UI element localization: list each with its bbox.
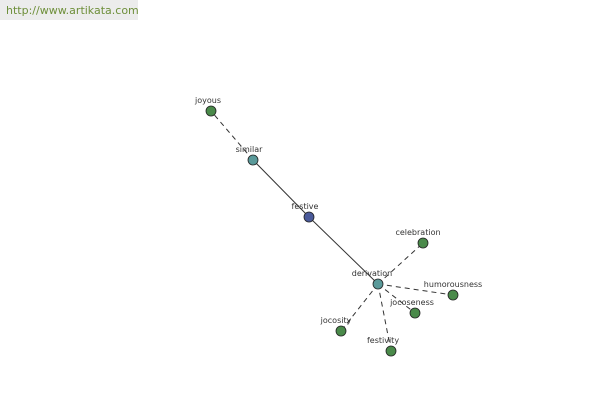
edge-derivation-celebration xyxy=(377,242,424,285)
node-festivity-label: festivity xyxy=(367,336,399,345)
node-humorousness-label: humorousness xyxy=(424,280,482,289)
nodes-layer: festive similar joyous derivation celebratio… xyxy=(194,96,482,357)
node-jocoseness-label: jocoseness xyxy=(389,298,434,307)
node-festive-label: festive xyxy=(292,202,319,211)
node-similar-dot[interactable] xyxy=(247,154,259,166)
node-jocosity[interactable]: jocosity xyxy=(320,316,352,337)
node-celebration[interactable]: celebration xyxy=(395,228,441,249)
node-similar[interactable]: similar xyxy=(236,145,264,166)
node-festivity-dot[interactable] xyxy=(385,345,397,357)
node-joyous-dot[interactable] xyxy=(205,105,217,117)
node-festivity[interactable]: festivity xyxy=(367,336,399,357)
edge-derivation-jocosity xyxy=(340,283,379,332)
node-humorousness[interactable]: humorousness xyxy=(424,280,482,301)
node-joyous[interactable]: joyous xyxy=(194,96,221,117)
node-derivation[interactable]: derivation xyxy=(352,269,392,290)
edge-festive-similar xyxy=(252,159,310,218)
edges-layer xyxy=(210,110,454,352)
url-bar: http://www.artikata.com xyxy=(0,0,139,20)
node-jocoseness-dot[interactable] xyxy=(409,307,421,319)
node-humorousness-dot[interactable] xyxy=(447,289,459,301)
edge-similar-joyous xyxy=(210,110,254,161)
edge-derivation-jocoseness xyxy=(377,283,416,314)
node-derivation-dot[interactable] xyxy=(372,278,384,290)
node-derivation-label: derivation xyxy=(352,269,392,278)
node-jocosity-dot[interactable] xyxy=(335,325,347,337)
node-festive-dot[interactable] xyxy=(303,211,315,223)
edge-derivation-festivity xyxy=(377,283,392,352)
site-url-link[interactable]: http://www.artikata.com xyxy=(6,4,139,17)
node-similar-label: similar xyxy=(236,145,264,154)
node-celebration-dot[interactable] xyxy=(417,237,429,249)
edge-festive-derivation xyxy=(308,216,379,285)
node-festive[interactable]: festive xyxy=(292,202,319,223)
node-jocoseness[interactable]: jocoseness xyxy=(389,298,434,319)
node-jocosity-label: jocosity xyxy=(320,316,352,325)
node-celebration-label: celebration xyxy=(395,228,440,237)
edge-derivation-humorousness xyxy=(377,283,454,296)
node-joyous-label: joyous xyxy=(194,96,221,105)
